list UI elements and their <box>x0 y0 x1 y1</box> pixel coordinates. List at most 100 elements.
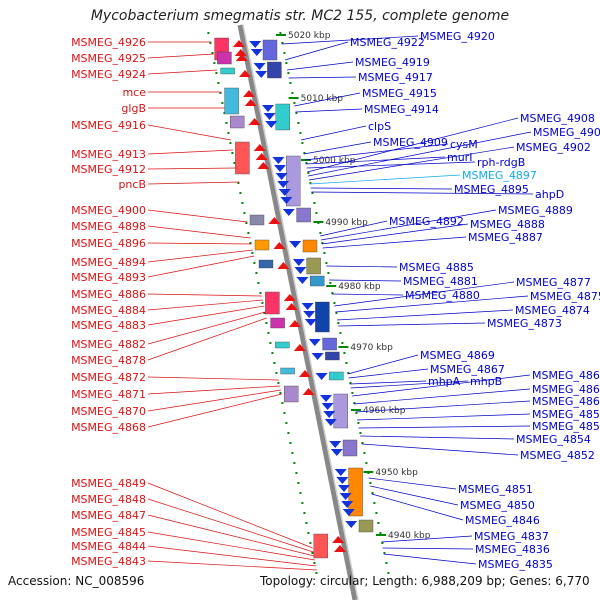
leader-line-right <box>336 309 514 321</box>
kbp-marker-label: 4940 kbp <box>388 531 431 541</box>
tick-mark-right <box>369 482 372 484</box>
tick-mark-left <box>259 292 262 294</box>
gene-arrow-left <box>289 320 301 327</box>
tick-mark-left <box>301 502 304 504</box>
tick-mark-left <box>275 372 278 374</box>
tick-mark-left <box>225 122 228 124</box>
gene-label-left: MSMEG_4868 <box>71 421 146 434</box>
tick-mark-right <box>333 302 336 304</box>
gene-arrow-right <box>323 411 336 418</box>
tick-mark-left <box>223 112 226 114</box>
tick-mark-right <box>345 362 348 364</box>
leader-line-right <box>355 400 531 413</box>
tick-mark-left <box>297 482 300 484</box>
tick-mark-left <box>207 32 210 34</box>
leader-line-right <box>284 41 349 61</box>
leader-line-right <box>294 92 361 107</box>
tick-mark-right <box>323 252 326 254</box>
gene-arrow-right <box>274 165 286 172</box>
tick-mark-right <box>357 422 360 424</box>
tick-mark-left <box>263 312 266 314</box>
gene-label-left: MSMEG_4848 <box>71 493 146 506</box>
tick-mark-left <box>273 362 276 364</box>
gene-label-right: MSMEG_4881 <box>403 275 478 288</box>
gene-label-left: MSMEG_4844 <box>71 540 146 553</box>
tick-mark-left <box>267 332 270 334</box>
gene-label-right: MSMEG_4909 <box>373 136 448 149</box>
tick-mark-left <box>281 402 284 404</box>
gene-arrow-left <box>277 262 290 269</box>
gene-arrow-right <box>296 277 309 284</box>
tick-mark-right <box>281 42 284 44</box>
leader-line-right <box>331 293 404 296</box>
tick-mark-left <box>257 282 260 284</box>
tick-mark-right <box>353 402 356 404</box>
gene-block-left <box>224 87 239 115</box>
tick-mark-left <box>233 162 236 164</box>
leader-line-right <box>300 125 367 141</box>
gene-arrow-left <box>233 40 245 47</box>
gene-arrow-right <box>289 241 302 248</box>
tick-mark-left <box>255 272 258 274</box>
tick-mark-right <box>365 462 368 464</box>
tick-mark-right <box>291 92 294 94</box>
gene-label-left: MSMEG_4916 <box>71 119 146 132</box>
gene-arrow-left <box>257 162 270 169</box>
tick-mark-right <box>319 232 322 234</box>
gene-label-left: glgB <box>121 102 146 115</box>
gene-label-left: MSMEG_4878 <box>71 354 146 367</box>
leader-line-left <box>147 225 251 239</box>
leader-line-right <box>349 380 427 385</box>
gene-label-right: MSMEG_4869 <box>420 349 495 362</box>
leader-line-right <box>320 209 497 241</box>
tick-mark-right <box>331 292 334 294</box>
leader-line-right <box>305 156 446 165</box>
gene-block-right <box>333 393 348 429</box>
gene-label-right: MSMEG_4902 <box>516 141 591 154</box>
tick-mark-left <box>239 192 242 194</box>
gene-arrow-right <box>320 395 332 402</box>
gene-label-left: MSMEG_4926 <box>71 36 146 49</box>
gene-arrow-left <box>334 545 346 552</box>
leader-line-right <box>308 146 515 181</box>
backbone-line <box>237 24 358 600</box>
gene-label-right: murI <box>447 151 472 164</box>
tick-mark-right <box>307 172 310 174</box>
gene-label-right: ahpD <box>535 188 564 201</box>
leader-line-left <box>147 389 282 412</box>
tick-mark-left <box>271 352 274 354</box>
gene-arrow-right <box>342 509 355 516</box>
kbp-marker-label: 4980 kbp <box>338 282 381 292</box>
gene-label-right: MSMEG_4917 <box>358 71 433 84</box>
gene-arrow-right <box>255 71 268 78</box>
accession-text: Accession: NC_008596 <box>8 574 145 588</box>
gene-block-right <box>306 257 321 275</box>
tick-mark-right <box>301 142 304 144</box>
gene-arrow-right <box>311 353 324 360</box>
gene-label-left: MSMEG_4894 <box>71 256 146 269</box>
gene-arrow-right <box>303 311 316 318</box>
gene-arrow-left <box>293 344 306 351</box>
tick-mark-left <box>219 92 222 94</box>
leader-line-right <box>381 535 473 543</box>
gene-arrow-right <box>265 121 278 128</box>
gene-block-right <box>296 207 311 223</box>
tick-mark-right <box>349 382 352 384</box>
gene-arrow-right <box>282 209 295 216</box>
leader-line-left <box>147 482 313 549</box>
kbp-marker-label: 5000 kbp <box>313 156 356 166</box>
gene-label-left: MSMEG_4845 <box>71 526 146 539</box>
gene-label-right: MSMEG_4892 <box>389 215 464 228</box>
leader-line-right <box>311 191 534 195</box>
gene-block-right <box>322 337 337 351</box>
gene-arrow-right <box>275 173 288 180</box>
gene-arrow-right <box>262 105 274 112</box>
gene-arrow-left <box>244 99 257 106</box>
tick-mark-left <box>303 512 306 514</box>
leader-line-right <box>307 117 519 173</box>
leader-line-left <box>147 376 280 381</box>
gene-label-right: cysM <box>450 138 478 151</box>
gene-label-right: MSMEG_4855 <box>532 420 600 433</box>
tick-mark-left <box>243 212 246 214</box>
